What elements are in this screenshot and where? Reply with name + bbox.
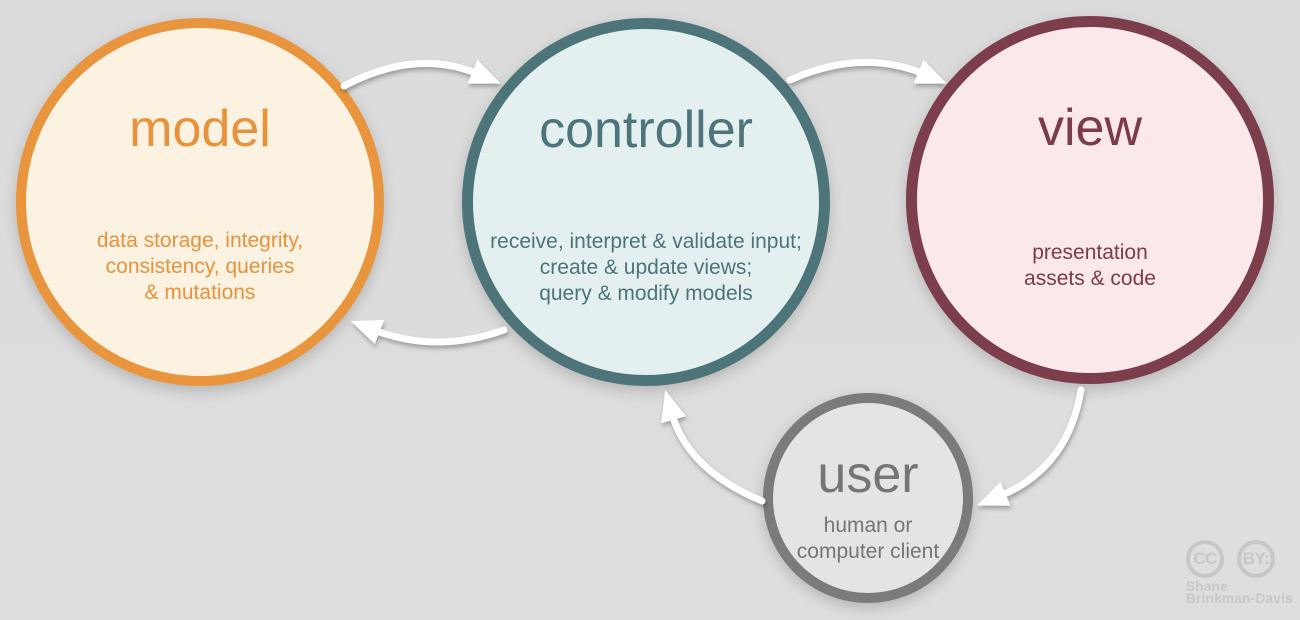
cc-by-icon: BY: (1237, 540, 1275, 578)
arrow-user-to-controller (661, 389, 766, 505)
cc-license-badge: CC BY: Shane Brinkman-Davis (1186, 540, 1293, 604)
controller-description: receive, interpret & validate input; cre… (490, 230, 802, 305)
view-description: presentation assets & code (1024, 241, 1156, 290)
user-node: user human or computer client (763, 393, 973, 603)
arrow-controller-to-view (786, 58, 948, 84)
model-title: model (129, 100, 271, 158)
user-title: user (817, 446, 919, 504)
controller-title: controller (539, 101, 753, 159)
controller-node: controller receive, interpret & validate… (462, 18, 830, 386)
arrow-controller-to-model (350, 320, 508, 346)
view-node: view presentation assets & code (906, 16, 1274, 384)
arrow-model-to-controller (340, 59, 502, 90)
arrow-view-to-user (976, 386, 1085, 506)
user-description: human or computer client (796, 514, 940, 563)
cc-icon: CC (1186, 540, 1224, 578)
attribution-text: Shane Brinkman-Davis (1186, 579, 1293, 606)
model-description: data storage, integrity, consistency, qu… (96, 229, 304, 304)
model-node: model data storage, integrity, consisten… (16, 18, 384, 386)
view-title: view (1037, 99, 1143, 157)
